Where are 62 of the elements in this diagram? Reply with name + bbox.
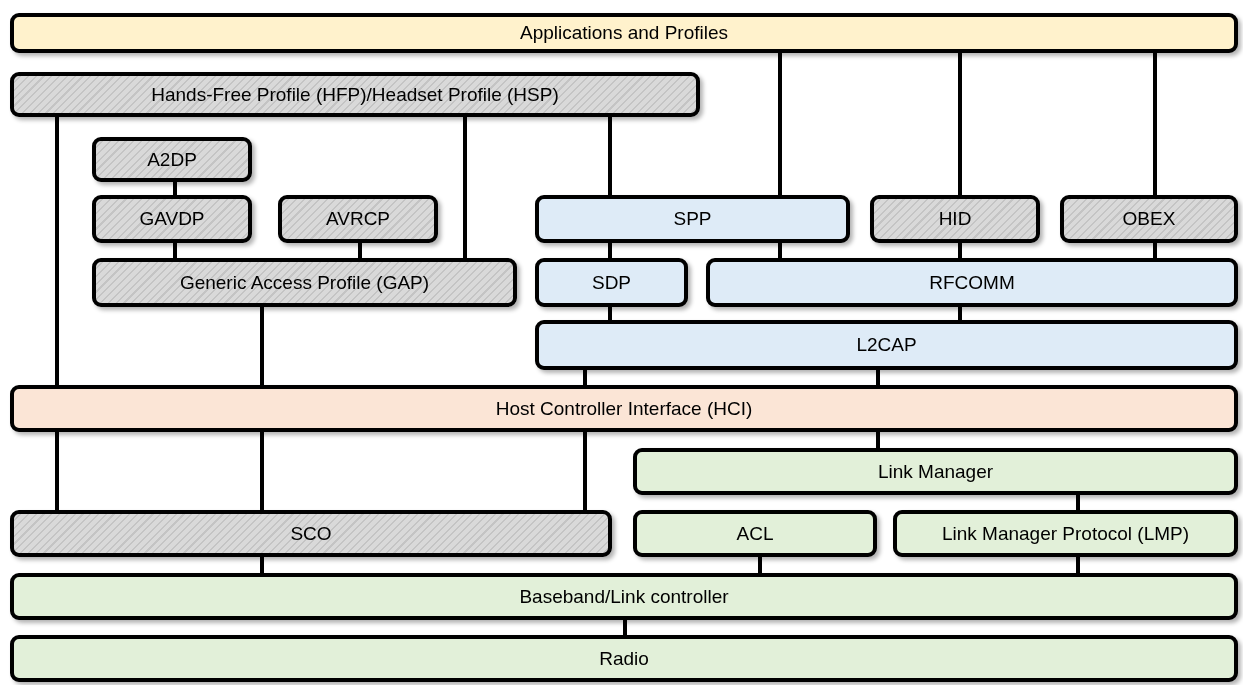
protocol-layer-box — [10, 385, 1238, 432]
connector-line — [1076, 493, 1080, 512]
layer-label: ACL — [736, 522, 774, 545]
connector-line — [778, 51, 782, 197]
layer-label: Baseband/Link controller — [519, 585, 729, 608]
layer-label: SDP — [591, 271, 632, 294]
connector-line — [1076, 555, 1080, 575]
layer-label: AVRCP — [325, 208, 391, 230]
layer-label: OBEX — [1122, 208, 1176, 230]
protocol-layer-box — [893, 510, 1238, 557]
connector-line — [758, 555, 762, 575]
connector-line — [260, 430, 264, 512]
layer-label: L2CAP — [856, 334, 917, 356]
protocol-layer-box — [535, 320, 1238, 370]
protocol-layer-box — [92, 258, 517, 307]
connector-line — [778, 241, 782, 260]
protocol-layer-box — [10, 510, 612, 557]
protocol-layer-box — [1060, 195, 1238, 243]
protocol-layer-box — [535, 195, 850, 243]
layer-label: Applications and Profiles — [519, 22, 729, 44]
connector-line — [260, 555, 264, 575]
connector-line — [463, 115, 467, 260]
layer-label: RFCOMM — [929, 271, 1015, 294]
protocol-layer-box — [870, 195, 1040, 243]
protocol-layer-box — [92, 137, 252, 182]
layer-label: GAVDP — [139, 208, 205, 230]
protocol-layer-box — [633, 510, 877, 557]
connector-line — [623, 618, 627, 637]
protocol-layer-box — [278, 195, 438, 243]
layer-label: Radio — [599, 647, 649, 670]
connector-line — [173, 241, 177, 260]
protocol-layer-box — [10, 573, 1238, 620]
connector-line — [583, 368, 587, 387]
layer-label: Hands-Free Profile (HFP)/Headset Profile (HSP) — [151, 83, 559, 106]
layer-label: Link Manager — [877, 460, 994, 483]
protocol-layer-box — [633, 448, 1238, 495]
connector-line — [1153, 51, 1157, 197]
protocol-layer-box — [92, 195, 252, 243]
connector-line — [55, 430, 59, 512]
connector-line — [876, 368, 880, 387]
protocol-layer-box — [10, 13, 1238, 53]
layer-label: SPP — [673, 208, 712, 230]
protocol-layer-box — [10, 635, 1238, 682]
layer-label: Generic Access Profile (GAP) — [179, 271, 430, 294]
connector-line — [958, 51, 962, 197]
layer-label: SCO — [290, 522, 332, 545]
connector-line — [583, 430, 587, 512]
connector-line — [1153, 241, 1157, 260]
layer-label: Link Manager Protocol (LMP) — [941, 522, 1190, 545]
protocol-layer-box — [706, 258, 1238, 307]
layer-label: HID — [938, 208, 972, 230]
connector-line — [260, 305, 264, 387]
connector-line — [55, 115, 59, 387]
layer-label: A2DP — [147, 148, 197, 171]
protocol-layer-box — [10, 72, 700, 117]
connector-line — [876, 430, 880, 450]
connector-line — [358, 241, 362, 260]
connector-line — [958, 241, 962, 260]
connector-line — [608, 241, 612, 260]
protocol-layer-box — [535, 258, 688, 307]
layer-label: Host Controller Interface (HCI) — [495, 397, 753, 420]
connector-line — [608, 115, 612, 197]
